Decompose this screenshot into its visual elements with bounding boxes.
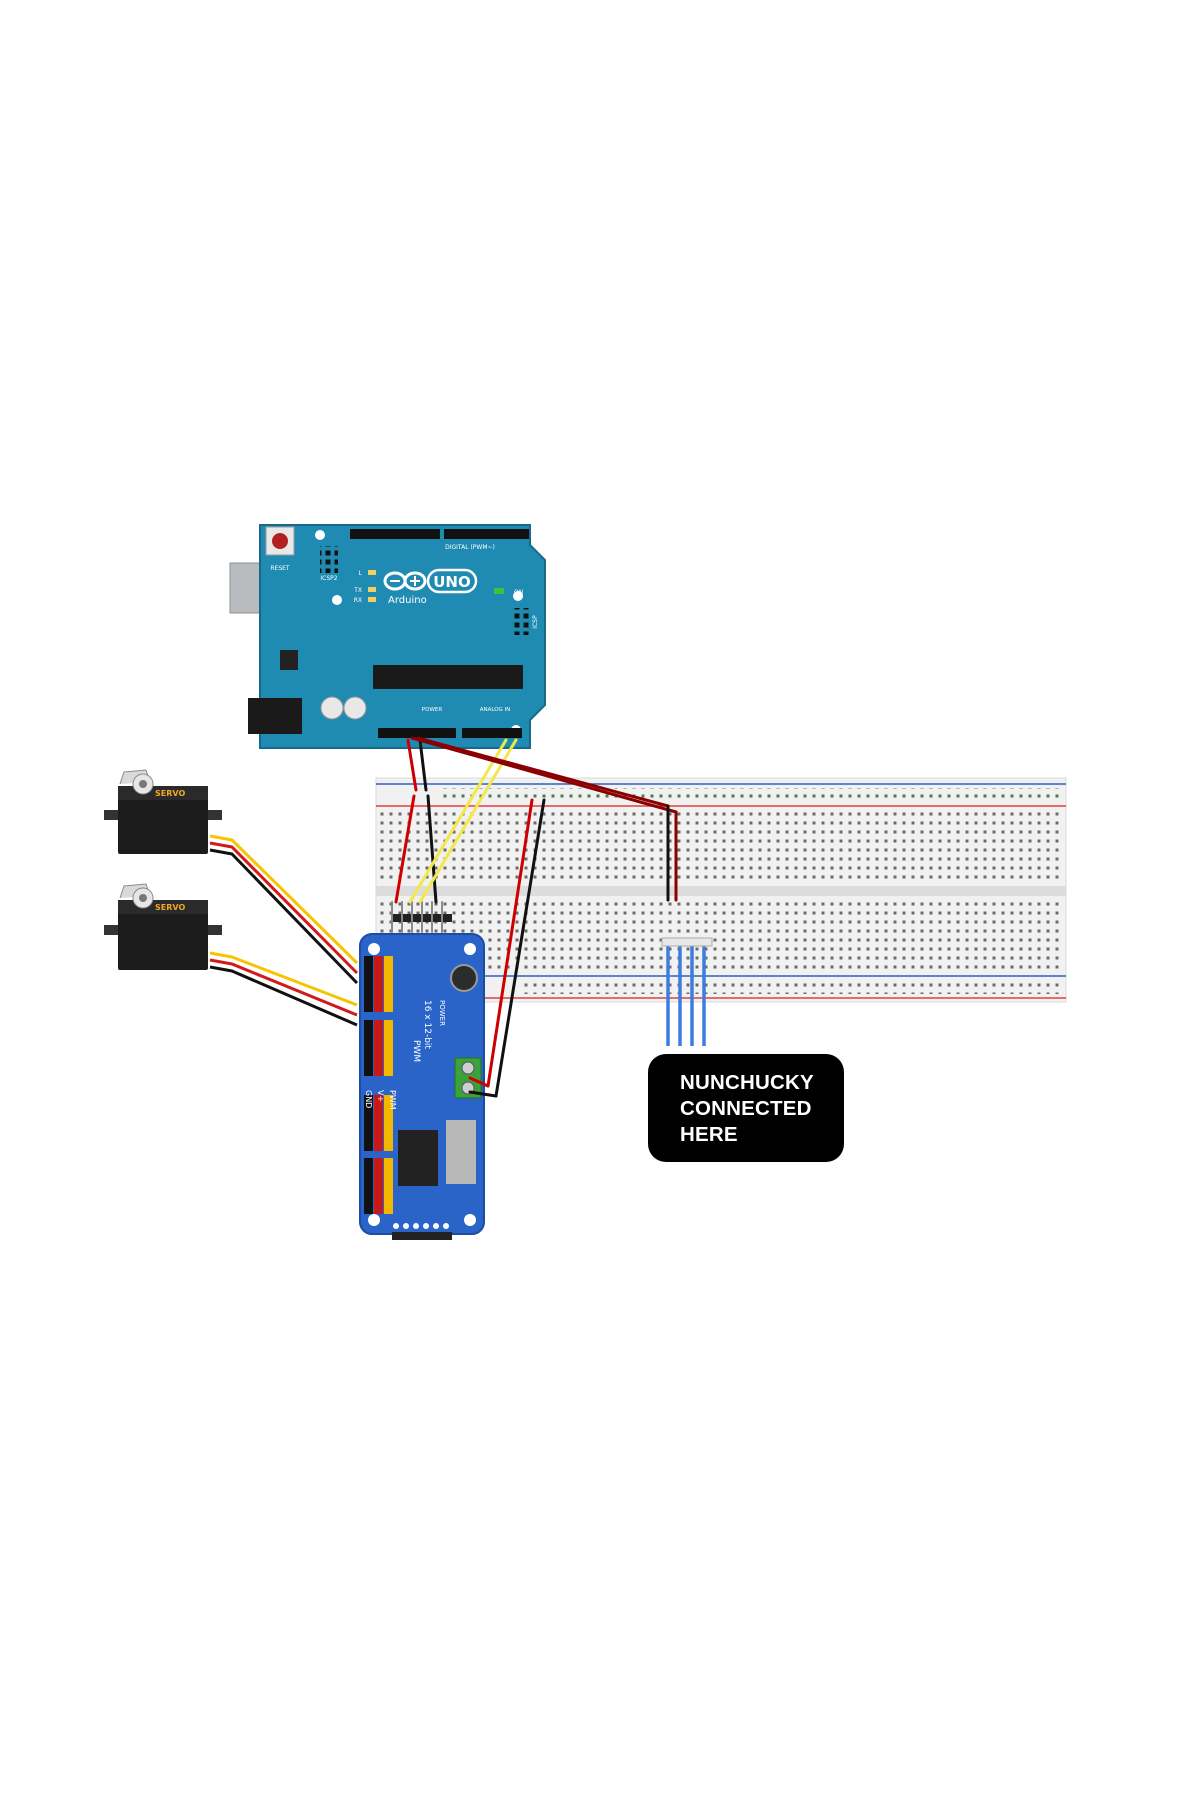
svg-text:ICSP2: ICSP2 (320, 575, 337, 582)
driver-vplus-black-wire (494, 798, 546, 1098)
arduino-uno-board: RESET ICSP2 DIGITAL (PWM~) L TX RX (229, 524, 546, 749)
breadboard-lower-terminals (380, 900, 1060, 970)
nunchuck-breadboard-pins (661, 937, 713, 947)
svg-text:DIGITAL (PWM~): DIGITAL (PWM~) (445, 544, 495, 551)
arduino-5v-wire (406, 738, 418, 792)
power-analog-headers: POWER ANALOG IN (378, 707, 522, 738)
servo-2-cable (209, 951, 358, 1027)
power-terminal-block (454, 1057, 482, 1099)
driver-edge-pins (393, 1223, 449, 1229)
svg-text:ICSP: ICSP (532, 615, 539, 629)
control-wires (391, 736, 678, 1098)
svg-text:L: L (359, 570, 363, 577)
servo-output-headers (364, 956, 393, 1214)
driver-vplus-red-wire (486, 798, 534, 1088)
power-jack (248, 698, 302, 734)
driver-resistor-array (446, 1120, 476, 1184)
breadboard (375, 777, 1067, 1003)
icsp-header: ICSP (512, 608, 539, 635)
capacitor-2 (343, 696, 367, 720)
servo-motor-1: SERVO (104, 769, 222, 854)
digital-header: DIGITAL (PWM~) (350, 529, 529, 551)
nunchuck-power-wire (410, 736, 678, 814)
icsp2-header: ICSP2 (320, 546, 338, 582)
nunchuck-note: NUNCHUCKY CONNECTED HERE (648, 1054, 844, 1162)
breadboard-upper-terminals (380, 812, 1060, 882)
svg-text:ANALOG IN: ANALOG IN (480, 707, 511, 713)
status-leds: L TX RX (353, 570, 376, 604)
driver-subtitle: PWM (411, 1040, 421, 1062)
vplus-label: V+ (376, 1090, 385, 1102)
microcontroller-chip (373, 665, 523, 689)
note-line-2: CONNECTED (680, 1097, 812, 1120)
i2c-sda-wire (408, 738, 508, 904)
capacitor-1 (320, 696, 344, 720)
voltage-regulator (280, 650, 298, 670)
svg-text:TX: TX (353, 587, 362, 594)
gnd-label: GND (364, 1090, 373, 1108)
svg-text:POWER: POWER (422, 707, 443, 713)
driver-power-label: POWER (438, 1000, 446, 1026)
driver-capacitor (450, 964, 478, 992)
servo-1-cable (209, 834, 359, 985)
on-led: ON (494, 588, 523, 596)
arduino-logo-text: Arduino (388, 595, 427, 606)
note-line-1: NUNCHUCKY (680, 1071, 814, 1094)
pca9685-chip (398, 1130, 438, 1186)
svg-text:SERVO: SERVO (155, 789, 185, 798)
pwm-side-label: PWM (388, 1090, 397, 1110)
svg-text:SERVO: SERVO (155, 903, 185, 912)
driver-title: 16 x 12-bit (422, 1000, 432, 1049)
breadboard-center-channel (376, 886, 1066, 896)
note-line-3: HERE (680, 1123, 738, 1146)
breadboard-bottom-rail (376, 975, 1066, 999)
arduino-logo: Arduino UNO (383, 568, 478, 606)
pwm-driver-board: GND V+ PWM 16 x 12-bit PWM POWER (359, 914, 485, 1240)
servo-motor-2: SERVO (104, 883, 222, 970)
reset-button: RESET (265, 526, 295, 572)
svg-text:ON: ON (514, 589, 523, 596)
arduino-gnd-wire (418, 738, 428, 792)
nunchuck-ground-wire (416, 736, 670, 808)
driver-gnd-wire (426, 794, 438, 904)
driver-vcc-wire (394, 794, 416, 904)
svg-text:RX: RX (354, 597, 362, 604)
nunchuck-wires (666, 940, 706, 1046)
driver-header-pins (391, 901, 443, 933)
arduino-model-text: UNO (433, 573, 471, 591)
i2c-scl-wire (418, 738, 518, 904)
svg-text:RESET: RESET (270, 565, 290, 572)
